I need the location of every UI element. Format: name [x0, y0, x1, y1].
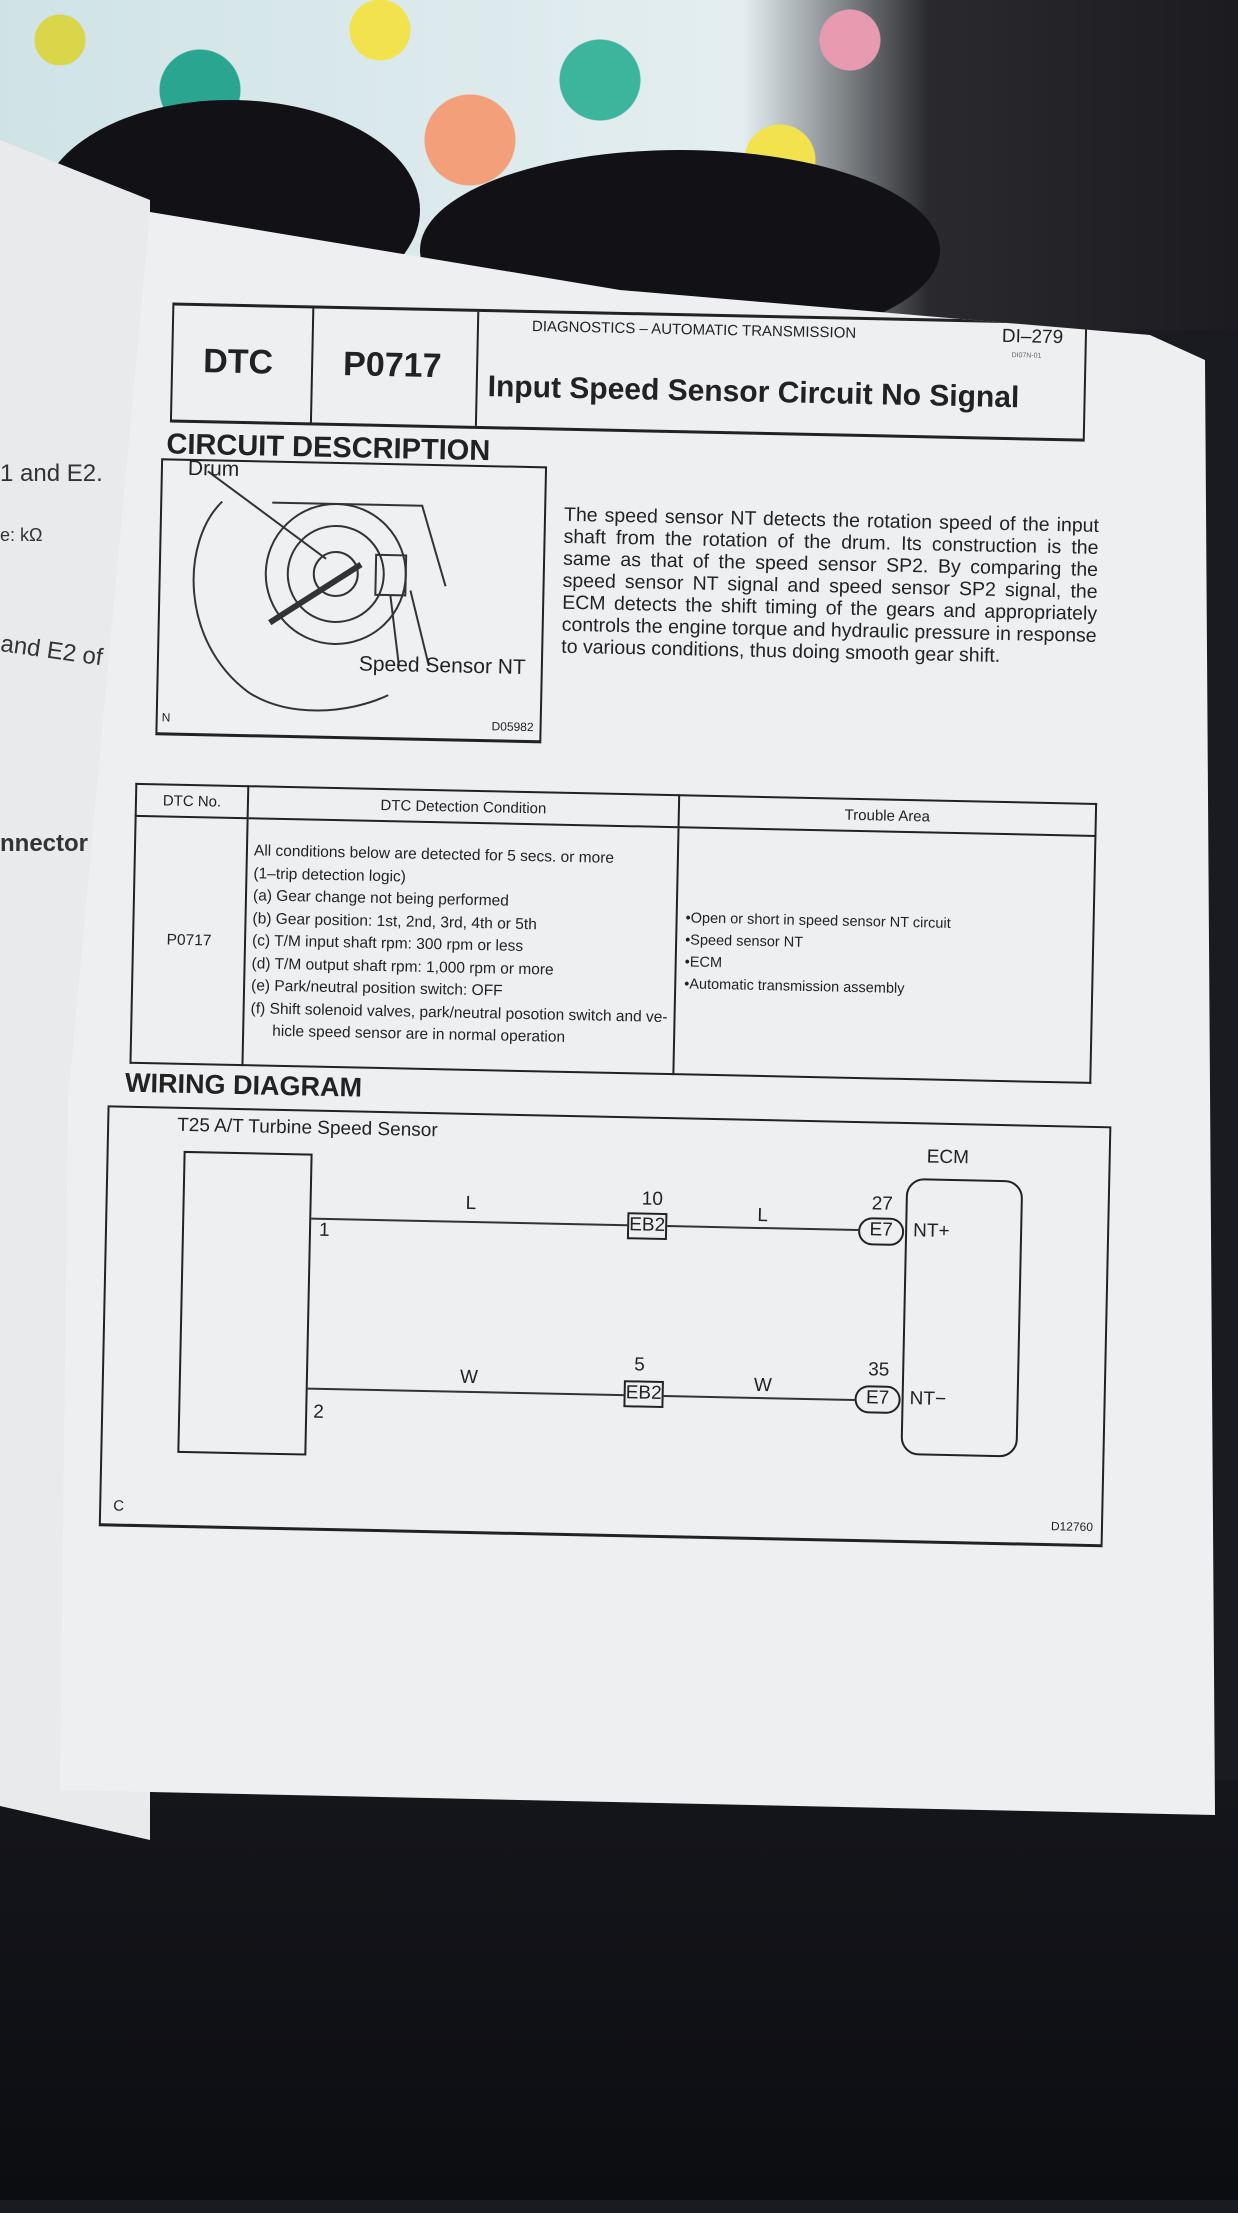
- background-blanket: [0, 1780, 1238, 2200]
- wire-color-label: L: [757, 1204, 769, 1227]
- trouble-area-cell: •Open or short in speed sensor NT circui…: [673, 827, 1096, 1083]
- junction-pin-label: 10: [641, 1188, 664, 1210]
- ecm-label: ECM: [926, 1146, 970, 1169]
- sensor-label: Speed Sensor NT: [358, 652, 527, 679]
- dtc-label: DTC: [171, 305, 315, 423]
- header-separator: –: [639, 320, 649, 338]
- ecm-pin-label: 35: [867, 1359, 890, 1381]
- junction-pin-label: 5: [634, 1354, 646, 1376]
- sensor-label: T25 A/T Turbine Speed Sensor: [176, 1114, 438, 1142]
- left-page-text: 1 and E2.: [0, 460, 103, 487]
- figure-id: D05982: [491, 719, 534, 735]
- left-page-text: e: kΩ: [0, 525, 43, 545]
- diagram-figure-id: D12760: [1050, 1519, 1094, 1535]
- circuit-description-text: The speed sensor NT detects the rotation…: [561, 503, 1100, 667]
- wire-color-label: L: [465, 1192, 477, 1215]
- terminal-label: NT−: [909, 1388, 947, 1410]
- junction-connector: EB2: [623, 1380, 664, 1409]
- drum-label: Drum: [187, 456, 240, 481]
- ecm-connector: E7: [857, 1217, 905, 1247]
- table-row: P0717 All conditions below are detected …: [130, 815, 1096, 1083]
- dtc-code: P0717: [311, 308, 480, 426]
- wire: [311, 1217, 628, 1227]
- drum-illustration: [192, 470, 447, 712]
- wiring-diagram: T25 A/T Turbine Speed Sensor ECM 1 L 10 …: [98, 1105, 1112, 1548]
- pin-label: 1: [318, 1219, 330, 1241]
- left-page-text: nnector: [0, 830, 89, 857]
- terminal-label: NT+: [912, 1220, 950, 1242]
- wiring-diagram-heading: WIRING DIAGRAM: [124, 1067, 363, 1103]
- diagram-corner-letter: C: [113, 1497, 125, 1515]
- ref-code: DI07N-01: [1011, 352, 1042, 360]
- ecm-connector: E7: [854, 1385, 901, 1414]
- figure-corner-letter: N: [161, 710, 171, 725]
- page-number: DI–279: [1001, 325, 1064, 349]
- speed-sensor-figure: Drum Speed Sensor NT N D05982: [155, 456, 548, 744]
- wire-color-label: W: [459, 1366, 479, 1389]
- detection-condition-cell: All conditions below are detected for 5 …: [242, 818, 679, 1075]
- header-section: DIAGNOSTICS: [531, 318, 636, 338]
- ecm-pin-label: 27: [871, 1193, 894, 1215]
- wire-color-label: W: [753, 1374, 773, 1397]
- dtc-table: DTC No. DTC Detection Condition Trouble …: [129, 783, 1097, 1084]
- junction-connector: EB2: [626, 1212, 668, 1241]
- dtc-number-cell: P0717: [130, 815, 248, 1066]
- column-header: DTC No.: [135, 783, 249, 819]
- sensor-box: [177, 1150, 313, 1456]
- pin-label: 2: [312, 1401, 325, 1423]
